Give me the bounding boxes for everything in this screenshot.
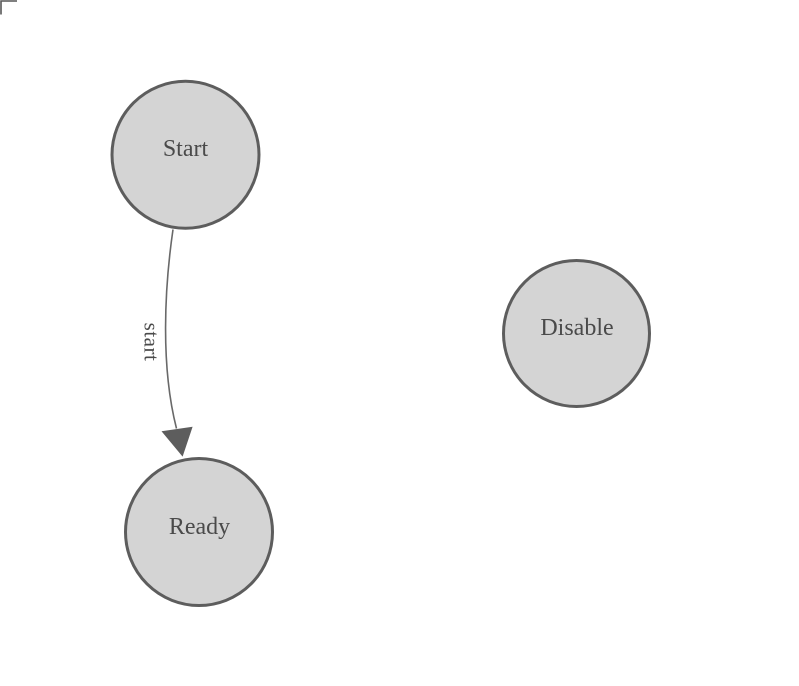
state-node-disable[interactable]: Disable [502, 259, 651, 408]
state-circle-ready[interactable] [124, 457, 274, 607]
state-node-ready[interactable]: Ready [124, 457, 274, 607]
state-node-start[interactable]: Start [110, 79, 261, 230]
transition-start-to-ready[interactable]: start [140, 229, 193, 457]
transition-arrowhead-icon [161, 426, 193, 457]
transition-curve[interactable] [164, 229, 178, 429]
transition-label[interactable]: start [140, 323, 164, 362]
state-circle-start[interactable] [110, 79, 261, 230]
state-circle-disable[interactable] [502, 259, 651, 408]
canvas-corner-mark [0, 0, 17, 15]
